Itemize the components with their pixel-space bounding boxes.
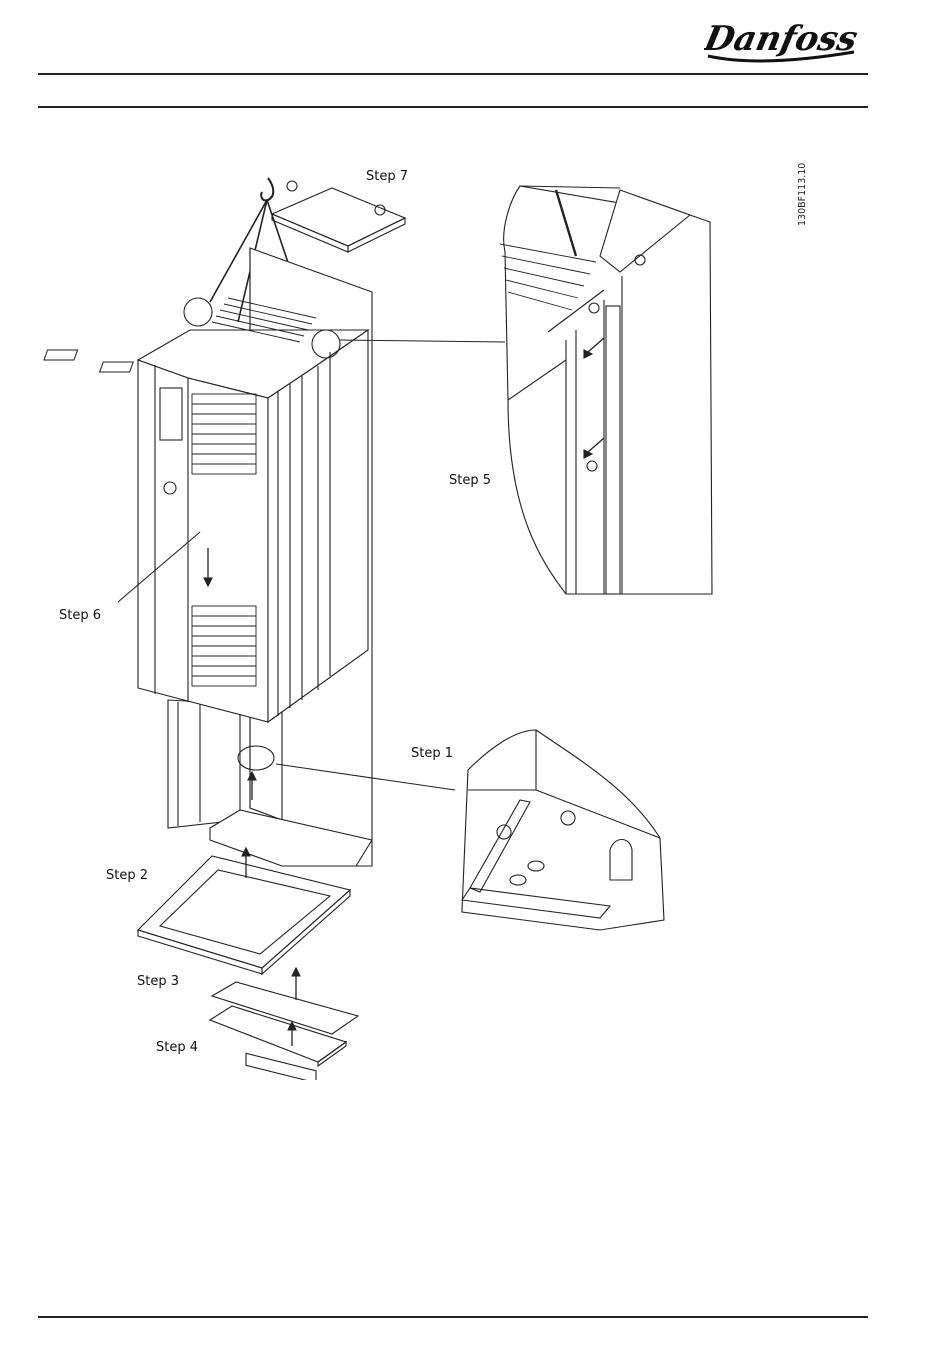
step-3-label: Step 3 <box>137 974 179 989</box>
footer-rule <box>38 1316 868 1318</box>
header-rule-top <box>38 73 868 75</box>
step-5-label: Step 5 <box>449 473 491 488</box>
installation-illustration <box>0 150 950 1080</box>
step-6-label: Step 6 <box>59 608 101 623</box>
step-4-label: Step 4 <box>156 1040 198 1055</box>
header-rule-bottom <box>38 106 868 108</box>
step-2-label: Step 2 <box>106 868 148 883</box>
step-7-label: Step 7 <box>366 169 408 184</box>
logo-wordmark: Danfoss <box>704 19 861 59</box>
danfoss-logo: Danfoss <box>704 6 870 68</box>
step-1-label: Step 1 <box>411 746 453 761</box>
